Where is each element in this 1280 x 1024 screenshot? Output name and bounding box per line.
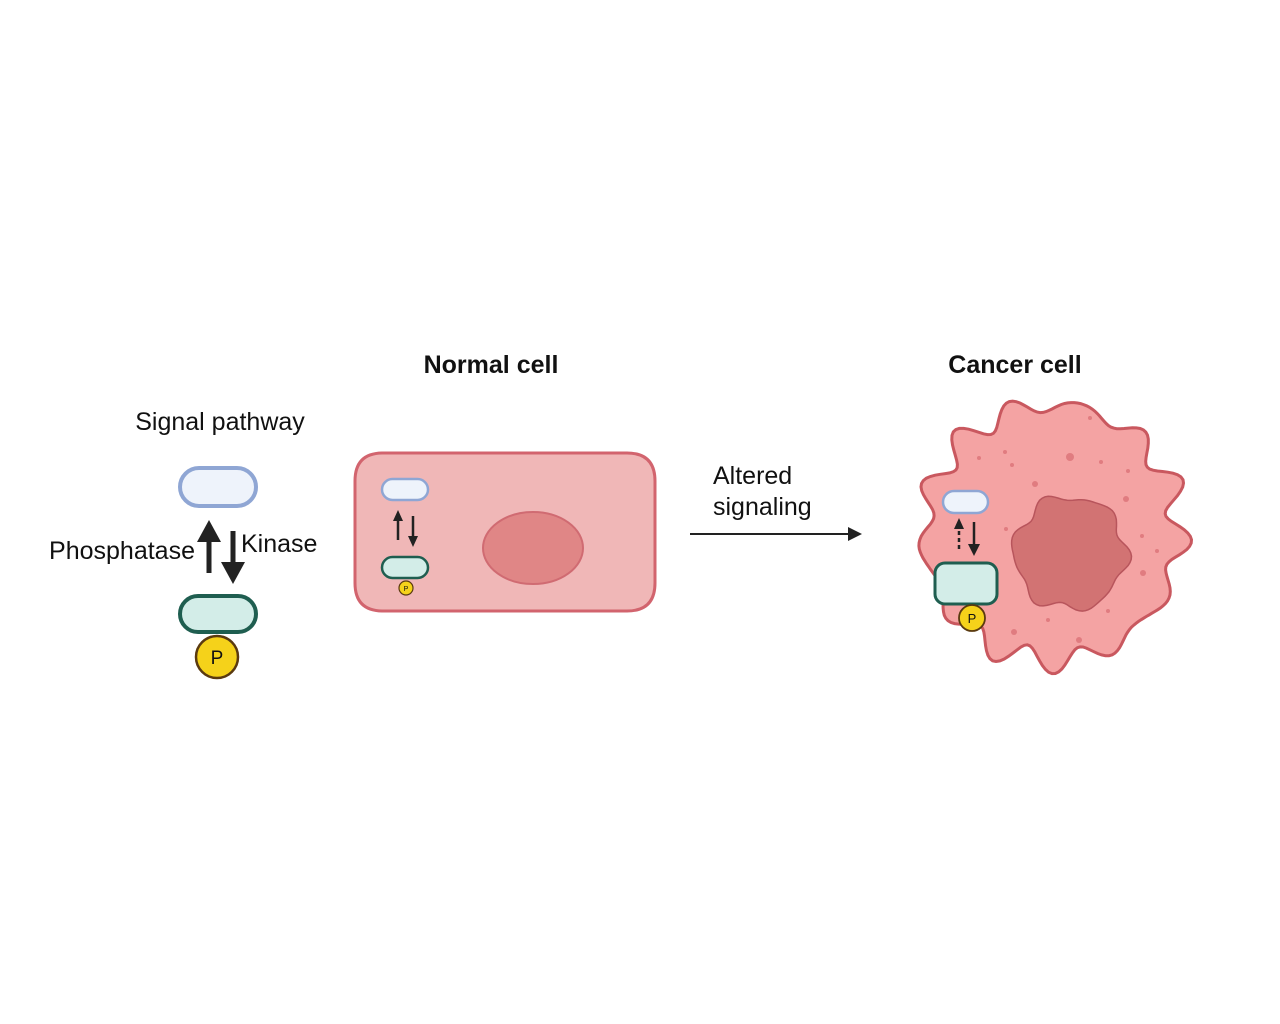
cancer-cell-nucleus — [1010, 495, 1133, 612]
weak-phosphatase-arrow-icon — [954, 518, 964, 549]
active-protein — [178, 594, 258, 634]
granule — [1066, 453, 1074, 461]
phosphate-label: P — [968, 611, 977, 626]
normal-cell-title: Normal cell — [424, 351, 559, 379]
inactive-protein — [380, 477, 430, 502]
granule — [1004, 527, 1008, 531]
phosphate-label: P — [211, 648, 224, 669]
granule — [977, 456, 981, 460]
kinase-arrow-icon — [408, 516, 418, 547]
normal-cell: Normal cell P — [353, 351, 657, 613]
signal-pathway-title: Signal pathway — [135, 408, 305, 436]
inactive-protein — [941, 489, 990, 515]
inactive-protein — [178, 466, 258, 508]
phosphate-icon — [958, 604, 986, 632]
cancer-cell-title: Cancer cell — [948, 351, 1081, 379]
granule — [1010, 463, 1014, 467]
active-protein — [380, 555, 430, 580]
kinase-arrow-icon — [221, 531, 245, 584]
phosphate-icon — [194, 634, 240, 680]
normal-cell-nucleus — [482, 511, 584, 585]
granule — [1003, 450, 1007, 454]
active-protein — [933, 561, 999, 606]
altered-label-line2: signaling — [713, 493, 812, 521]
kinase-arrow-icon — [968, 522, 980, 556]
granule — [1126, 469, 1130, 473]
granule — [1076, 637, 1082, 643]
granule — [1046, 618, 1050, 622]
phosphatase-arrow-icon — [197, 520, 221, 573]
granule — [1099, 460, 1103, 464]
phosphatase-label: Phosphatase — [49, 537, 195, 565]
cancer-cell: Cancer cell P — [917, 351, 1194, 676]
granule — [1032, 481, 1038, 487]
granule — [1123, 496, 1129, 502]
granule — [1140, 534, 1144, 538]
granule — [1011, 629, 1017, 635]
cytoplasm-granules — [977, 416, 1159, 643]
granule — [1155, 549, 1159, 553]
altered-signaling-transition: Altered signaling — [690, 462, 862, 541]
signal-pathway-legend: Signal pathway Phosphatase Kinase P — [49, 408, 317, 680]
phosphate-label: P — [404, 586, 409, 593]
granule — [1088, 416, 1092, 420]
phosphatase-arrow-icon — [393, 510, 403, 540]
kinase-label: Kinase — [241, 530, 317, 558]
granule — [1106, 609, 1110, 613]
phosphate-icon — [398, 580, 414, 596]
granule — [1140, 570, 1146, 576]
altered-label-line1: Altered — [713, 462, 792, 490]
